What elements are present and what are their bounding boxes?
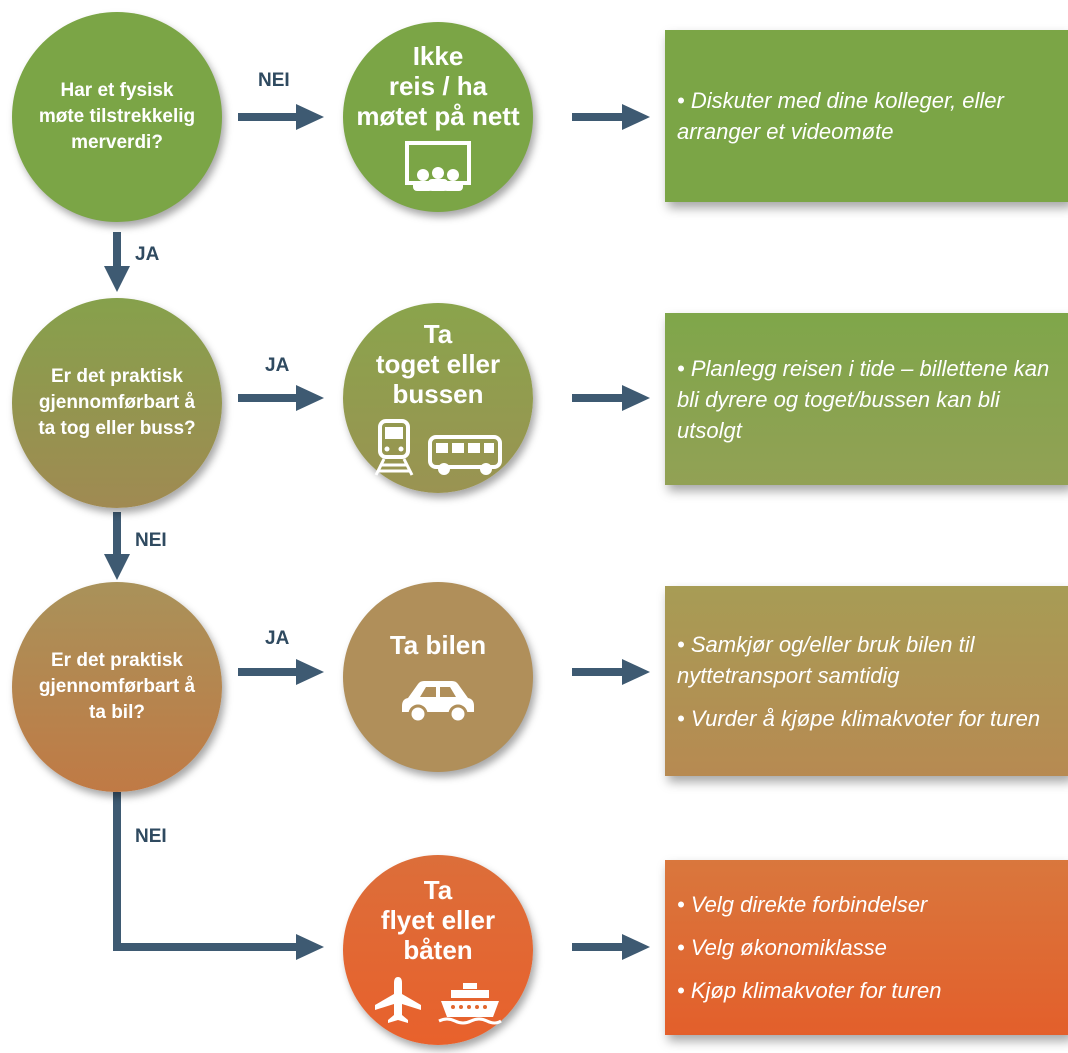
answer-title: Ta flyet eller båten: [380, 875, 496, 965]
label-ja: JA: [265, 355, 290, 376]
question-line: Er det praktisk: [51, 366, 183, 387]
ship-icon: [438, 983, 502, 1025]
tip-item: Planlegg reisen i tide – billettene kan …: [677, 353, 1056, 446]
car-icon: [402, 681, 474, 724]
answer-title: Ta bilen: [389, 630, 487, 660]
label-ja: JA: [265, 628, 290, 649]
answer-title: Ikke reis / ha møtet på nett: [356, 41, 520, 131]
question-line: gjennomførbart å: [38, 392, 196, 413]
train-icon: [374, 419, 414, 476]
question-circle-train-bus: Er det praktisk gjennomførbart å ta tog …: [12, 298, 222, 508]
tip-item: Velg direkte forbindelser: [677, 889, 1056, 920]
tip-item: Diskuter med dine kolleger, eller arrang…: [677, 85, 1056, 147]
question-circle-physical-meeting: Har et fysisk møte tilstrekkelig merverd…: [12, 12, 222, 222]
airplane-icon: [375, 977, 421, 1023]
tip-item: Vurder å kjøpe klimakvoter for turen: [677, 703, 1056, 734]
video-meeting-icon: [405, 141, 471, 191]
answer-circle-online-meeting: Ikke reis / ha møtet på nett: [343, 22, 533, 212]
tip-item: Samkjør og/eller bruk bilen til nyttetra…: [677, 629, 1056, 691]
answer-circle-plane-boat: Ta flyet eller båten: [343, 855, 533, 1045]
question-line: Har et fysisk: [60, 80, 174, 101]
question-line: Er det praktisk: [51, 650, 183, 671]
question-line: møte tilstrekkelig: [38, 106, 196, 127]
question-line: merverdi?: [71, 132, 163, 153]
bus-icon: [428, 435, 502, 475]
answer-title: Ta toget eller bussen: [375, 319, 501, 409]
label-nei: NEI: [135, 530, 167, 551]
label-nei: NEI: [135, 826, 167, 847]
question-line: ta tog eller buss?: [38, 418, 196, 439]
label-nei: NEI: [258, 70, 290, 91]
answer-circle-train-bus: Ta toget eller bussen: [343, 303, 533, 493]
tip-box-online-meeting: Diskuter med dine kolleger, eller arrang…: [665, 30, 1068, 202]
question-line: gjennomførbart å: [38, 676, 196, 697]
question-circle-car: Er det praktisk gjennomførbart å ta bil?: [12, 582, 222, 792]
label-ja: JA: [135, 244, 160, 265]
answer-circle-car: Ta bilen: [343, 582, 533, 772]
tip-box-train-bus: Planlegg reisen i tide – billettene kan …: [665, 313, 1068, 485]
tip-item: Kjøp klimakvoter for turen: [677, 975, 1056, 1006]
tip-box-plane-boat: Velg direkte forbindelser Velg økonomikl…: [665, 860, 1068, 1035]
tip-item: Velg økonomiklasse: [677, 932, 1056, 963]
tip-box-car: Samkjør og/eller bruk bilen til nyttetra…: [665, 586, 1068, 776]
question-line: ta bil?: [89, 702, 145, 723]
